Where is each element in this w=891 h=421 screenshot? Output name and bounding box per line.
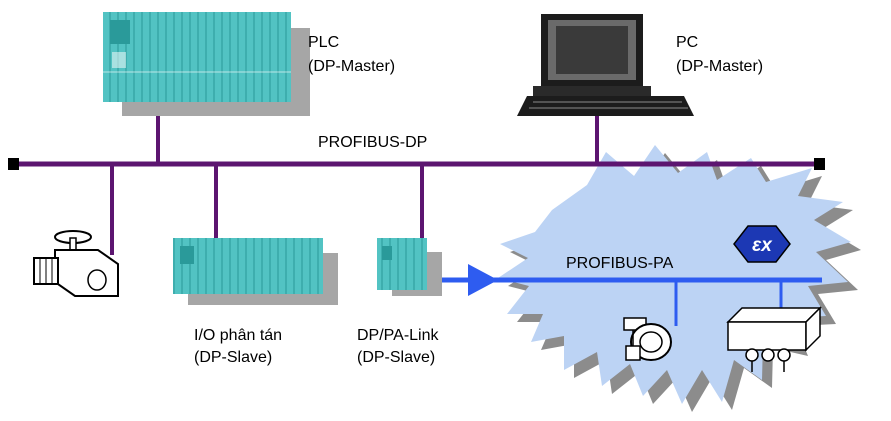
ex-symbol: εx [752,235,773,256]
pressure-transmitter-icon [623,317,672,361]
plc-role-label: (DP-Master) [308,58,395,75]
pa-bus [440,264,822,326]
dp-bus-terminator-left [8,158,19,170]
plc-rack-icon [103,12,310,116]
dp-pa-link-icon [377,238,442,296]
pa-bus-label: PROFIBUS-PA [566,255,674,272]
pa-arrow-head [468,264,498,296]
pc-role-label: (DP-Master) [676,58,763,75]
desktop-computer-icon [517,14,694,116]
field-device-box-icon [726,306,822,372]
valve-actuator-icon [33,230,119,297]
plc-name-label: PLC [308,34,339,51]
dp-bus-label: PROFIBUS-DP [318,134,427,151]
io-name-label: I/O phân tán [194,327,282,344]
pc-name-label: PC [676,34,698,51]
io-module-rack-icon [173,238,338,305]
io-role-label: (DP-Slave) [194,349,272,366]
dp-bus-terminator-right [814,158,825,170]
link-role-label: (DP-Slave) [357,349,435,366]
link-name-label: DP/PA-Link [357,327,440,344]
pa-zone-burst [498,145,851,404]
explosion-protection-icon: εx [733,225,791,263]
